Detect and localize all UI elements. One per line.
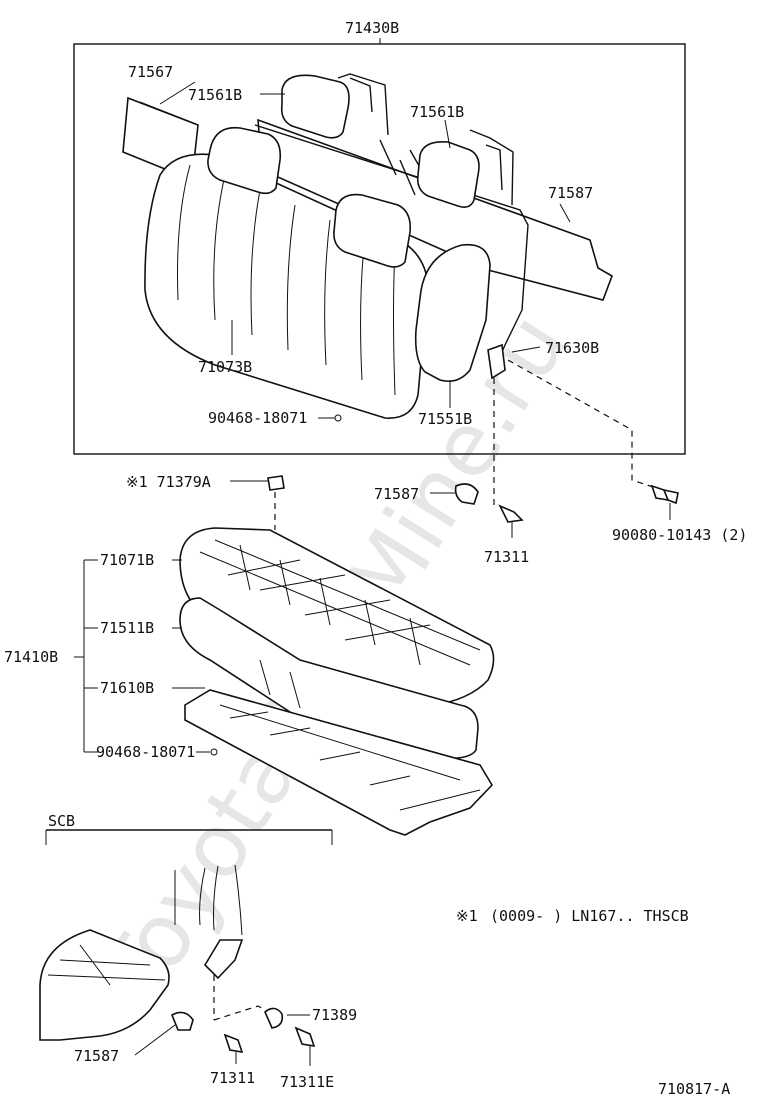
assembly-line-bolt: [507, 359, 663, 491]
headrest-71561B-a: [280, 74, 350, 139]
label-71551B: 71551B: [418, 410, 472, 428]
scb-screw-71311: [223, 1033, 244, 1054]
label-71567: 71567: [128, 63, 173, 81]
label-90468-18071-a: 90468-18071: [208, 409, 307, 427]
screw-71311E: [294, 1026, 316, 1048]
label-71587-b: 71587: [374, 485, 419, 503]
leader-scb-71587: [134, 1024, 176, 1056]
seat-back-headrest-b: [333, 193, 412, 268]
scb-assembly-lines: [213, 975, 273, 1021]
label-71610B: 71610B: [100, 679, 154, 697]
screw-71311: [498, 504, 524, 523]
label-71561B-b: 71561B: [410, 103, 464, 121]
cushion-pad-71511B: [179, 597, 479, 760]
label-71511B: 71511B: [100, 619, 154, 637]
label-71073B: 71073B: [198, 358, 252, 376]
label-71630B: 71630B: [545, 339, 599, 357]
label-71389: 71389: [312, 1006, 357, 1024]
scb-hinge-bracket: [203, 939, 244, 980]
rear-board-71587: [257, 118, 613, 301]
side-cushion-71551B: [414, 243, 491, 383]
scb-title: SCB: [48, 812, 75, 830]
cap-71379A: [267, 475, 285, 491]
label-71311-b: 71311: [210, 1069, 255, 1087]
label-71311-a: 71311: [484, 548, 529, 566]
footnote-text: (0009- ) LN167.. THSCB: [490, 907, 689, 925]
assy-bracket-71410B: [74, 559, 98, 753]
leader-71567: [159, 81, 196, 105]
label-71561B-a: 71561B: [188, 86, 242, 104]
headrest-71561B-b: [416, 140, 480, 208]
scb-clip-71587: [170, 1011, 194, 1031]
bolt-90080-10143: [650, 484, 679, 520]
scb-section: [39, 829, 333, 1066]
label-90080-10143: 90080-10143 (2): [612, 526, 747, 544]
leader-71630B: [511, 346, 541, 353]
label-71410B: 71410B: [4, 648, 58, 666]
seat-cushion-assy: [74, 527, 495, 836]
label-71379A: ※1 71379A: [126, 473, 211, 491]
scb-cushion: [39, 929, 170, 1041]
scb-seat-back: [174, 864, 243, 936]
label-71587-a: 71587: [548, 184, 593, 202]
leader-71587-a: [559, 203, 571, 223]
leader-71561B-b: [444, 119, 451, 149]
label-71071B: 71071B: [100, 551, 154, 569]
seat-back-group: [73, 38, 686, 455]
hinge-bracket: [487, 343, 506, 380]
label-71430B: 71430B: [345, 19, 399, 37]
label-90468-18071-b: 90468-18071: [96, 743, 195, 761]
cushion-frame-71610B: [184, 689, 494, 836]
figure-id: 710817-A: [658, 1080, 730, 1098]
clip-71587: [454, 483, 479, 505]
label-71587-c: 71587: [74, 1047, 119, 1065]
label-71311E: 71311E: [280, 1073, 334, 1091]
footnote-mark: ※1: [456, 907, 478, 925]
seat-back-headrest-a: [207, 126, 282, 195]
nut-71389: [264, 1007, 284, 1029]
